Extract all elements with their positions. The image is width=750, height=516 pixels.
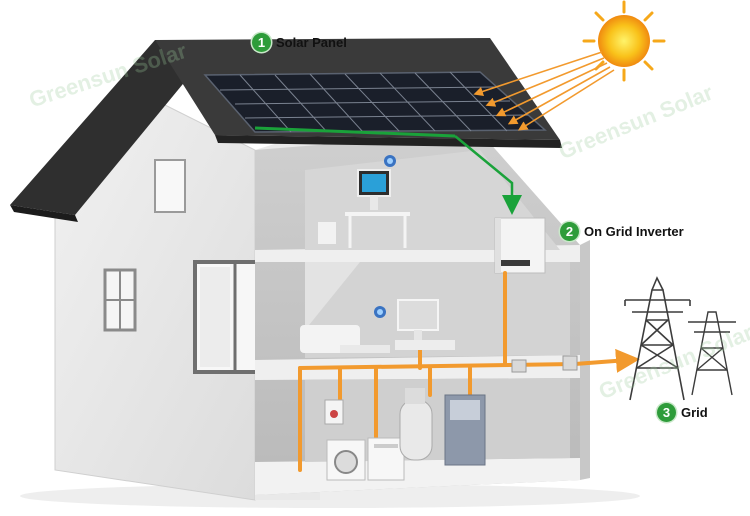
step-badge-2: 2 [560, 222, 579, 241]
sun-icon [582, 0, 666, 82]
tv-icon [397, 299, 439, 340]
transmission-tower-small-icon [688, 311, 736, 396]
sun-rays [473, 51, 615, 131]
label-grid-text: Grid [681, 405, 708, 420]
dc-line [254, 126, 522, 215]
dryer-icon [367, 437, 405, 481]
label-solar-panel: 1 Solar Panel [252, 33, 347, 52]
step-badge-1: 1 [252, 33, 271, 52]
washing-machine-icon [326, 439, 366, 481]
step-badge-3: 3 [657, 403, 676, 422]
water-heater-icon [324, 399, 344, 425]
solar-panel-icon [203, 71, 547, 133]
desk-with-computer [318, 169, 410, 248]
grid-connection-box [562, 355, 578, 371]
ac-wiring [298, 271, 640, 472]
upper-window [154, 159, 186, 213]
ground-shadow [20, 484, 640, 508]
meter-box [511, 359, 527, 373]
label-inverter-text: On Grid Inverter [584, 224, 684, 239]
label-on-grid-inverter: 2 On Grid Inverter [560, 222, 684, 241]
boiler-icon [399, 388, 433, 461]
wifi-icon [384, 155, 396, 167]
inverter-icon [494, 217, 546, 274]
computer-icon [357, 169, 391, 210]
transmission-tower-icon [624, 276, 691, 401]
living-room [300, 262, 455, 353]
label-solar-panel-text: Solar Panel [276, 35, 347, 50]
label-grid: 3 Grid [657, 403, 708, 422]
heat-pump-icon [444, 394, 486, 466]
